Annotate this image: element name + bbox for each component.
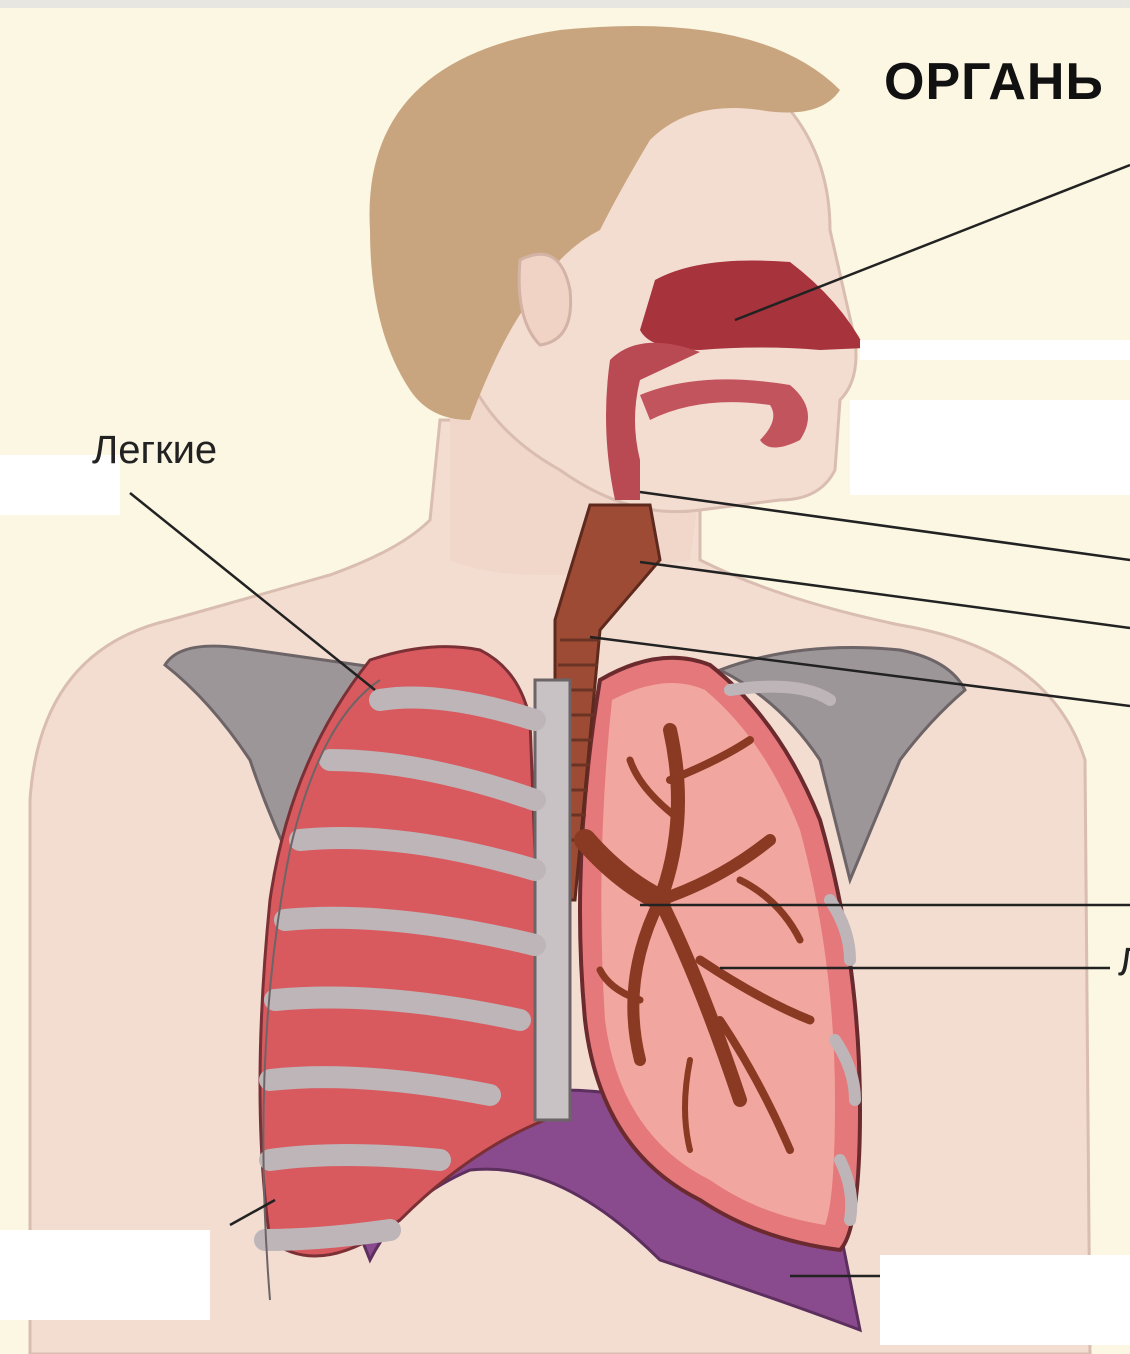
sternum — [535, 680, 570, 1120]
answer-blank-5 — [880, 1255, 1130, 1345]
diagram-title: ОРГАНЬ — [884, 52, 1104, 112]
label-lungs: Легкие — [92, 428, 217, 473]
answer-blank-2 — [850, 400, 1130, 495]
label-right-cut: Л — [1118, 940, 1130, 985]
answer-blank-4 — [0, 1230, 210, 1320]
answer-blank-1 — [860, 340, 1130, 360]
